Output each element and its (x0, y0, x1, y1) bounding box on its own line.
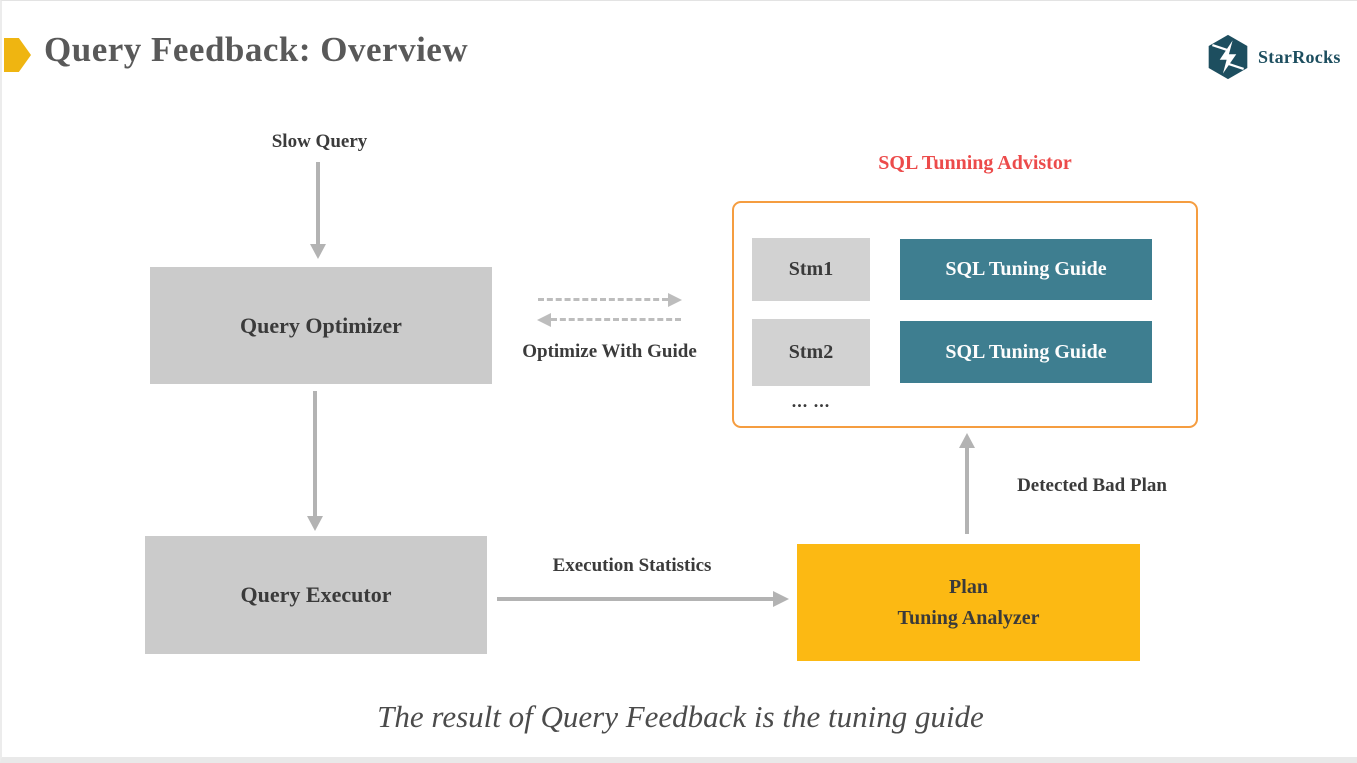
optimizer-executor-arrowhead-icon (307, 516, 323, 531)
slow-query-label: Slow Query (271, 131, 368, 152)
query-optimizer-label: Query Optimizer (240, 312, 402, 338)
stm2-label: Stm2 (788, 341, 834, 363)
query-executor-label: Query Executor (240, 582, 392, 607)
starrocks-logo-icon (1208, 34, 1248, 80)
sql-tuning-guide-2-node: SQL Tuning Guide (900, 321, 1152, 383)
query-optimizer-node: Query Optimizer (150, 267, 492, 384)
optimize-guide-arrowhead-left-icon (537, 313, 551, 327)
plan-tuning-analyzer-node: Plan Tuning Analyzer (797, 544, 1140, 661)
sql-tuning-guide-2-label: SQL Tuning Guide (945, 340, 1107, 363)
analyzer-label-line1: Plan (949, 575, 988, 598)
detected-bad-plan-label: Detected Bad Plan (1017, 475, 1167, 496)
optimize-with-guide-label: Optimize With Guide (522, 341, 697, 362)
query-executor-node: Query Executor (145, 536, 487, 654)
optimize-guide-dashed-line-right (538, 298, 668, 301)
brand-name: StarRocks (1258, 46, 1341, 67)
stm2-node: Stm2 (752, 319, 870, 386)
execution-statistics-arrow-line (497, 597, 774, 601)
execution-statistics-arrowhead-icon (773, 591, 789, 607)
advisor-title: SQL Tunning Advistor (878, 152, 1072, 174)
stm1-label: Stm1 (788, 258, 834, 280)
optimizer-executor-arrow-line (313, 391, 317, 517)
slow-query-arrow-line (316, 162, 320, 245)
sql-tuning-guide-1-label: SQL Tuning Guide (945, 258, 1107, 280)
starrocks-logo: StarRocks (1205, 32, 1355, 82)
execution-statistics-label: Execution Statistics (552, 555, 712, 576)
slow-query-arrowhead-icon (310, 244, 326, 259)
optimize-guide-arrowhead-right-icon (668, 293, 682, 307)
sql-tuning-guide-1-node: SQL Tuning Guide (900, 239, 1152, 300)
arrow-bullet-icon (4, 38, 31, 72)
page-title: Query Feedback: Overview (44, 30, 469, 69)
slide-caption: The result of Query Feedback is the tuni… (377, 699, 984, 734)
stm1-node: Stm1 (752, 238, 870, 301)
detected-bad-plan-arrow-line (965, 447, 969, 534)
analyzer-label-line2: Tuning Analyzer (897, 606, 1040, 629)
optimize-guide-dashed-line-left (551, 318, 681, 321)
more-statements-ellipsis: ... ... (791, 391, 831, 411)
detected-bad-plan-arrowhead-icon (959, 433, 975, 448)
